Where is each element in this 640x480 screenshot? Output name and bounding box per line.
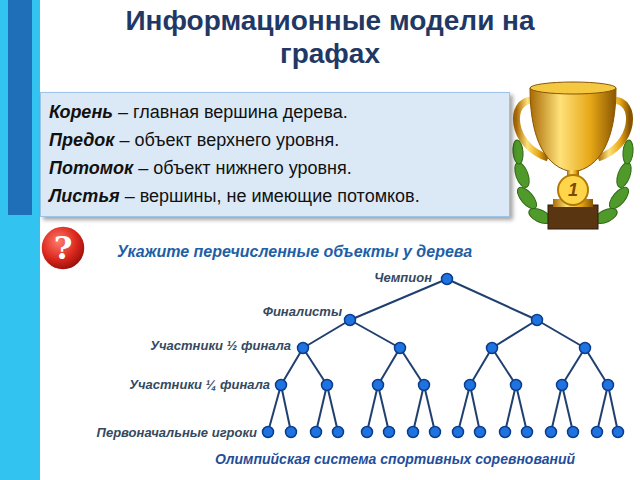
- question-text: Укажите перечисленные объекты у дерева: [117, 243, 472, 261]
- tree-vertex: [453, 427, 464, 438]
- level-label: Участники ¼ финала: [129, 377, 270, 392]
- tree-vertex: [442, 274, 453, 285]
- tree-edge: [585, 348, 608, 385]
- tree-vertex: [511, 380, 522, 391]
- tree-edge: [281, 348, 303, 385]
- tree-edge: [413, 385, 424, 432]
- tree-vertex: [522, 427, 533, 438]
- definition-line: Листья– вершины, не имеющие потомков.: [49, 182, 501, 210]
- tree-vertex: [263, 427, 274, 438]
- tree-vertex: [276, 380, 287, 391]
- tree-edge: [492, 348, 516, 385]
- term: Листья: [49, 186, 120, 206]
- tree-vertex: [384, 427, 395, 438]
- tree-vertex: [603, 380, 614, 391]
- level-label: Чемпион: [374, 270, 432, 285]
- caption: Олимпийская система спортивных соревнова…: [150, 451, 640, 467]
- tree-edge: [327, 385, 338, 432]
- tree-vertex: [345, 315, 356, 326]
- definition: – главная вершина дерева.: [118, 102, 348, 122]
- tree-vertex: [580, 343, 591, 354]
- medal: [558, 175, 588, 205]
- level-label: Финалисты: [263, 304, 342, 319]
- tree-edge: [492, 320, 537, 348]
- tree-vertex: [311, 427, 322, 438]
- cup-bowl: [530, 88, 616, 172]
- tree-vertex: [592, 427, 603, 438]
- tree-edge: [316, 385, 327, 432]
- tree-vertex: [475, 427, 486, 438]
- tree-edge: [303, 320, 350, 348]
- tree-vertex: [613, 427, 624, 438]
- tree-vertex: [532, 315, 543, 326]
- tree-edge: [350, 320, 400, 348]
- tree-edge: [551, 385, 562, 432]
- tree-vertex: [419, 380, 430, 391]
- tree-vertex: [408, 427, 419, 438]
- tree-vertex: [395, 343, 406, 354]
- tree-vertex: [487, 343, 498, 354]
- definition-line: Корень– главная вершина дерева.: [49, 98, 501, 126]
- tree-vertex: [333, 427, 344, 438]
- circle-shape: [41, 226, 85, 270]
- definition-line: Потомок– объект нижнего уровня.: [49, 154, 501, 182]
- tree-edge: [400, 348, 424, 385]
- question-mark: ?: [40, 225, 86, 271]
- tree-edge: [470, 385, 480, 432]
- tree-vertex: [298, 343, 309, 354]
- tree-vertex: [362, 427, 373, 438]
- tree-vertex: [465, 380, 476, 391]
- tree-edge: [458, 385, 470, 432]
- question-circle: ?: [40, 225, 86, 271]
- cup-rim: [530, 82, 616, 94]
- tree-edge: [350, 279, 447, 320]
- trophy: [512, 82, 634, 229]
- cup-base: [548, 205, 598, 229]
- tree-edge: [367, 385, 378, 432]
- tree-vertex: [373, 380, 384, 391]
- tree-vertex: [430, 427, 441, 438]
- definition: – объект нижнего уровня.: [138, 158, 352, 178]
- tree-vertex: [500, 427, 511, 438]
- slide-title: Информационные модели на графах: [105, 4, 555, 70]
- tree-vertex: [286, 427, 297, 438]
- level-label: Участники ½ финала: [150, 338, 291, 353]
- definition-box: Корень– главная вершина дерева.Предок– о…: [40, 92, 510, 217]
- tree-vertex: [546, 427, 557, 438]
- tree-edge: [447, 279, 537, 320]
- level-label: Первоначальные игроки: [97, 425, 257, 440]
- definition: – объект верхнего уровня.: [119, 130, 339, 150]
- tree-edge: [281, 385, 291, 432]
- term: Потомок: [49, 158, 133, 178]
- tree-edge: [537, 320, 585, 348]
- tree-edge: [597, 385, 608, 432]
- tree-vertex: [557, 380, 568, 391]
- medal-number: 1: [568, 180, 578, 201]
- side-bar: [0, 0, 40, 480]
- tree-vertex: [568, 427, 579, 438]
- tree-edge: [470, 348, 492, 385]
- tree-edge: [505, 385, 516, 432]
- definition-line: Предок– объект верхнего уровня.: [49, 126, 501, 154]
- term: Корень: [49, 102, 113, 122]
- tree-edge: [562, 348, 585, 385]
- tree-vertex: [322, 380, 333, 391]
- tree-edge: [303, 348, 327, 385]
- tree-edge: [516, 385, 527, 432]
- tree-edge: [378, 348, 400, 385]
- definition: – вершины, не имеющие потомков.: [125, 186, 420, 206]
- side-stripe: [8, 0, 32, 215]
- term: Предок: [49, 130, 114, 150]
- tree-edge: [268, 385, 281, 432]
- tree-edge: [608, 385, 618, 432]
- tree-edge: [378, 385, 389, 432]
- tree-edge: [424, 385, 435, 432]
- tree-edge: [562, 385, 573, 432]
